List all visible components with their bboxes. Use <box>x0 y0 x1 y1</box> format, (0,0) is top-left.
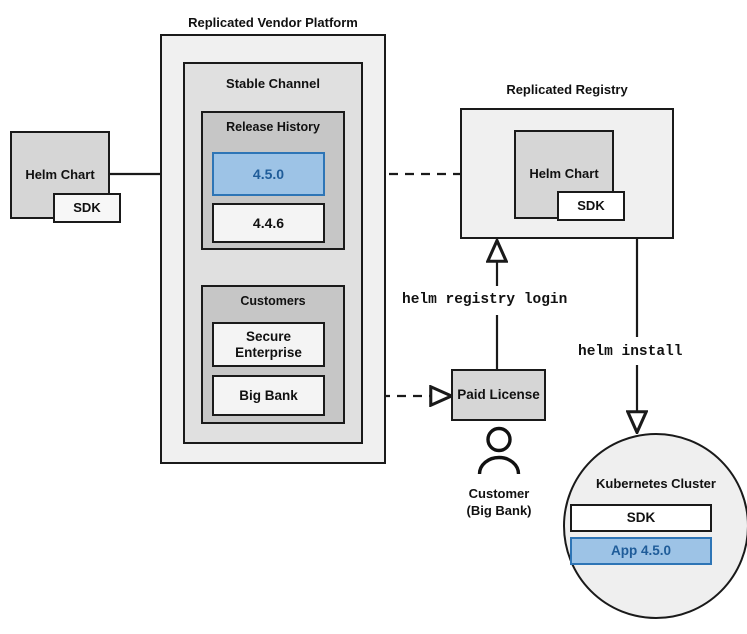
vendor-platform-title: Replicated Vendor Platform <box>188 15 358 30</box>
registry-helm-chart-label: Helm Chart <box>529 166 599 182</box>
registry-sdk-label: SDK <box>577 197 605 213</box>
release-history-title: Release History <box>226 120 320 134</box>
customer-actor-label-line2: (Big Bank) <box>466 503 532 518</box>
kubernetes-cluster-title: Kubernetes Cluster <box>596 476 716 491</box>
customer-item-label: Secure Enterprise <box>235 328 302 360</box>
person-icon <box>477 426 521 475</box>
release-item-label: 4.5.0 <box>252 165 285 182</box>
source-sdk-box: SDK <box>53 193 121 223</box>
release-item-4-5-0[interactable]: 4.5.0 <box>212 152 325 196</box>
cluster-component-sdk: SDK <box>570 504 712 532</box>
cluster-component-app: App 4.5.0 <box>570 537 712 565</box>
paid-license-label: Paid License <box>457 387 540 403</box>
release-item-4-4-6[interactable]: 4.4.6 <box>212 203 325 243</box>
command-helm-install: helm install <box>578 344 683 360</box>
registry-sdk-box: SDK <box>557 191 625 221</box>
customer-item-big-bank[interactable]: Big Bank <box>212 375 325 416</box>
command-helm-registry-login: helm registry login <box>402 292 568 308</box>
source-helm-chart-label: Helm Chart <box>25 166 95 182</box>
customer-item-secure-enterprise[interactable]: Secure Enterprise <box>212 322 325 367</box>
release-item-label: 4.4.6 <box>252 214 285 231</box>
stable-channel-title: Stable Channel <box>226 76 320 91</box>
customers-title: Customers <box>240 294 306 308</box>
source-sdk-label: SDK <box>73 199 101 215</box>
customer-actor-label-line1: Customer <box>468 486 530 501</box>
customer-item-label: Big Bank <box>239 387 298 403</box>
registry-title: Replicated Registry <box>506 82 628 97</box>
paid-license-box: Paid License <box>451 369 546 421</box>
cluster-component-label: SDK <box>626 510 656 526</box>
cluster-component-label: App 4.5.0 <box>610 543 672 559</box>
